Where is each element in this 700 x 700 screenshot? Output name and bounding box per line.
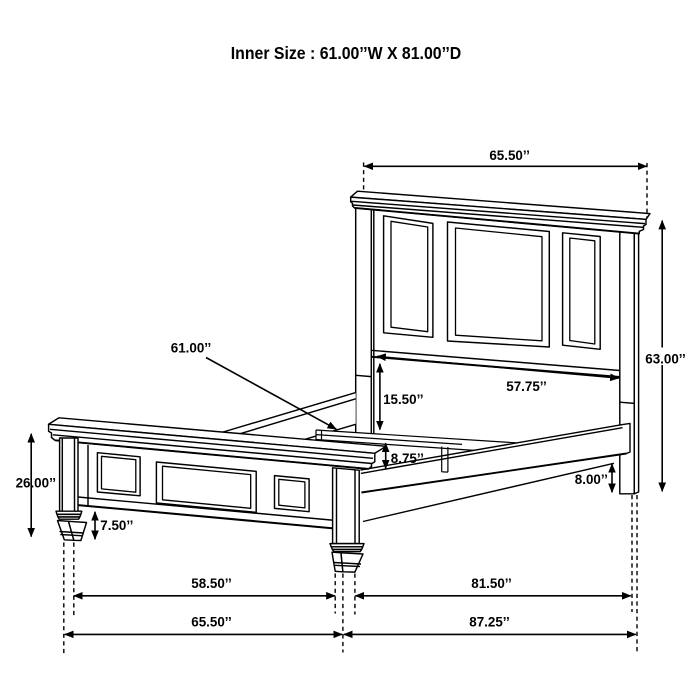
svg-text:87.25’’: 87.25’’ xyxy=(469,615,509,630)
svg-text:8.75’’: 8.75’’ xyxy=(391,451,424,466)
svg-text:61.00’’: 61.00’’ xyxy=(171,340,211,355)
svg-text:63.00’’: 63.00’’ xyxy=(645,352,685,367)
svg-text:15.50’’: 15.50’’ xyxy=(383,392,423,407)
svg-text:8.00’’: 8.00’’ xyxy=(575,472,608,487)
svg-text:58.50’’: 58.50’’ xyxy=(191,576,231,591)
svg-text:65.50’’: 65.50’’ xyxy=(489,148,529,163)
svg-text:26.00’’: 26.00’’ xyxy=(16,476,56,491)
svg-text:65.50’’: 65.50’’ xyxy=(191,615,231,630)
svg-text:7.50’’: 7.50’’ xyxy=(100,518,133,533)
svg-text:81.50’’: 81.50’’ xyxy=(471,576,511,591)
svg-text:57.75’’: 57.75’’ xyxy=(506,379,546,394)
svg-text:Inner Size : 61.00’’W X 81.00’: Inner Size : 61.00’’W X 81.00’’D xyxy=(231,43,462,63)
